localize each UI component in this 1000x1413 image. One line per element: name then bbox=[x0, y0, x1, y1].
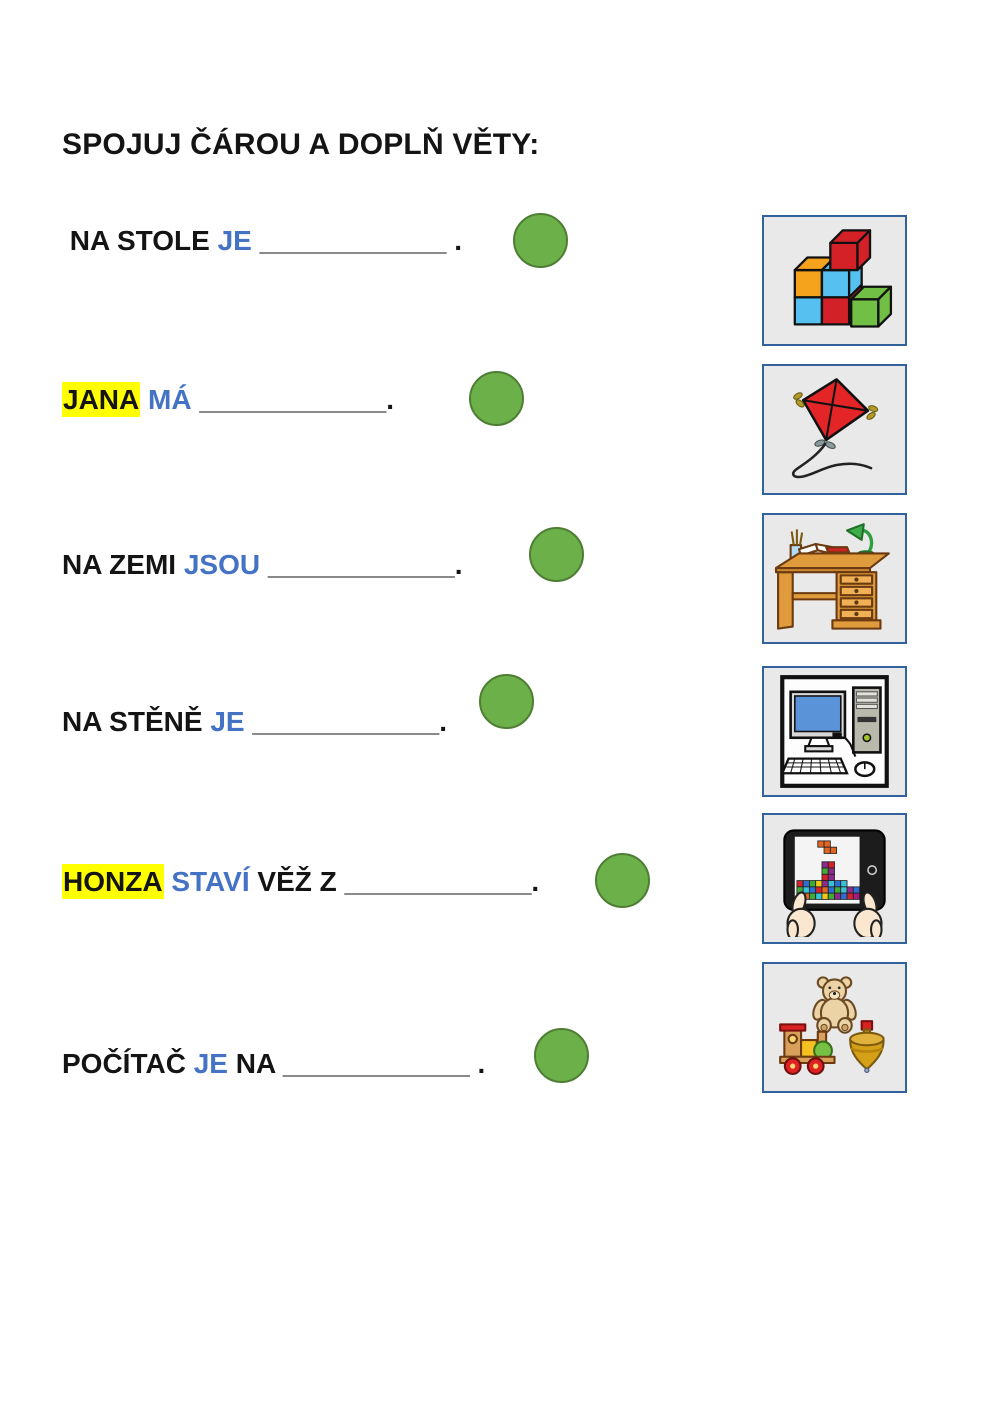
sentence-segment-blue: STAVÍ bbox=[171, 866, 250, 897]
connector-dot-4[interactable] bbox=[479, 674, 534, 729]
connector-dot-5[interactable] bbox=[595, 853, 650, 908]
sentence-segment-plain: VĚŽ Z ____________. bbox=[249, 866, 540, 897]
sentence-segment-plain bbox=[140, 384, 148, 415]
computer-icon bbox=[780, 675, 889, 788]
sentence-segment-highlight: HONZA bbox=[62, 864, 164, 899]
toys-icon bbox=[779, 976, 885, 1076]
connector-dot-2[interactable] bbox=[469, 371, 524, 426]
sentence-segment-plain: NA ____________ . bbox=[227, 1048, 486, 1079]
connector-dot-1[interactable] bbox=[513, 213, 568, 268]
connector-dot-6[interactable] bbox=[534, 1028, 589, 1083]
picture-card-tablet[interactable] bbox=[762, 813, 907, 944]
sentence-segment-plain: ____________. bbox=[260, 549, 463, 580]
tablet-tetris-icon bbox=[783, 829, 886, 937]
sentence-na-stole: NA STOLE JE ____________ . bbox=[62, 222, 462, 260]
sentence-segment-plain: POČÍTAČ bbox=[62, 1048, 194, 1079]
sentence-segment-plain: NA ZEMI bbox=[62, 549, 184, 580]
connector-dot-3[interactable] bbox=[529, 527, 584, 582]
picture-card-blocks[interactable] bbox=[762, 215, 907, 346]
sentence-pocitac: POČÍTAČ JE NA ____________ . bbox=[62, 1045, 485, 1083]
picture-card-desk[interactable] bbox=[762, 513, 907, 644]
sentence-jana-ma: JANA MÁ ____________. bbox=[62, 381, 394, 419]
page-title: SPOJUJ ČÁROU A DOPLŇ VĚTY: bbox=[62, 128, 540, 161]
sentence-segment-blue: MÁ bbox=[148, 384, 192, 415]
sentence-segment-plain: ____________. bbox=[191, 384, 394, 415]
sentence-segment-blue: JE bbox=[193, 1048, 228, 1079]
sentence-segment-blue: JSOU bbox=[183, 549, 261, 580]
sentence-segment-plain: NA STOLE bbox=[62, 225, 218, 256]
picture-card-kite[interactable] bbox=[762, 364, 907, 495]
sentence-segment-plain: ____________ . bbox=[251, 225, 463, 256]
picture-card-computer[interactable] bbox=[762, 666, 907, 797]
sentence-na-stene: NA STĚNĚ JE ____________. bbox=[62, 703, 447, 741]
sentence-segment-blue: JE bbox=[217, 225, 252, 256]
sentence-na-zemi: NA ZEMI JSOU ____________. bbox=[62, 546, 463, 584]
sentence-segment-blue: JE bbox=[210, 706, 245, 737]
sentence-segment-plain: NA STĚNĚ bbox=[62, 706, 211, 737]
picture-card-toys[interactable] bbox=[762, 962, 907, 1093]
desk-icon bbox=[774, 523, 890, 630]
sentence-segment-highlight: JANA bbox=[62, 382, 141, 417]
sentence-segment-plain: ____________. bbox=[244, 706, 447, 737]
kite-icon bbox=[791, 378, 879, 479]
sentence-honza: HONZA STAVÍ VĚŽ Z ____________. bbox=[62, 863, 539, 901]
building-blocks-icon bbox=[793, 229, 893, 328]
